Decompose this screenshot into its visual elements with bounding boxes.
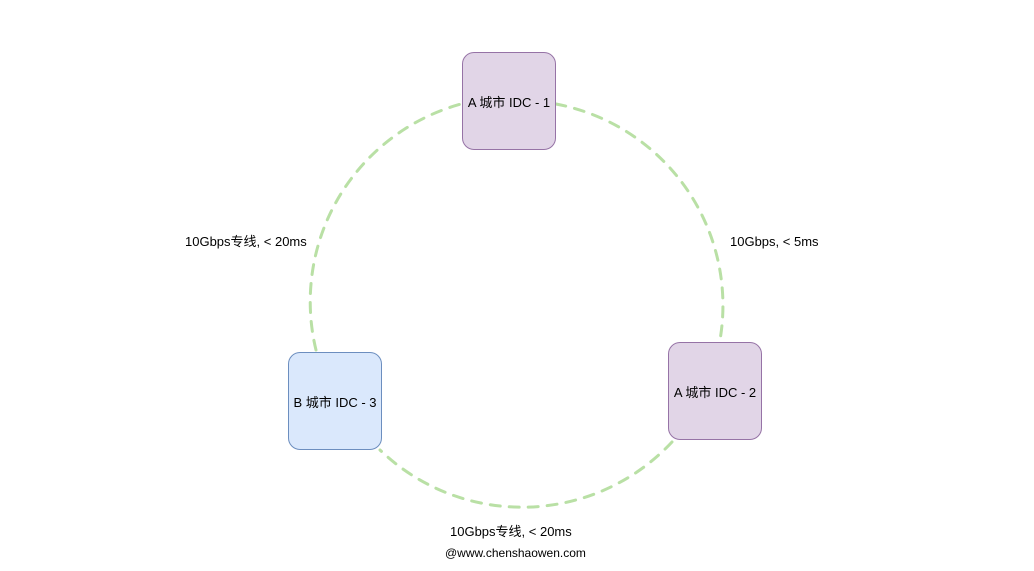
idc-node-label: A 城市 IDC - 1 xyxy=(467,94,551,110)
link-a1-a2 xyxy=(554,102,725,342)
idc-node-label: A 城市 IDC - 2 xyxy=(673,384,757,400)
idc-node-label: B 城市 IDC - 3 xyxy=(293,394,377,410)
watermark-text: @www.chenshaowen.com xyxy=(445,546,586,560)
link-label-a1-a2: 10Gbps, < 5ms xyxy=(730,234,819,249)
idc-node-a-city-1[interactable]: A 城市 IDC - 1 xyxy=(462,52,556,150)
link-b3-a1 xyxy=(308,102,463,352)
idc-node-b-city-3[interactable]: B 城市 IDC - 3 xyxy=(288,352,382,450)
link-label-b3-a2: 10Gbps专线, < 20ms xyxy=(450,524,572,539)
link-label-a1-b3: 10Gbps专线, < 20ms xyxy=(185,234,307,249)
idc-node-a-city-2[interactable]: A 城市 IDC - 2 xyxy=(668,342,762,440)
link-a2-b3 xyxy=(378,440,674,509)
